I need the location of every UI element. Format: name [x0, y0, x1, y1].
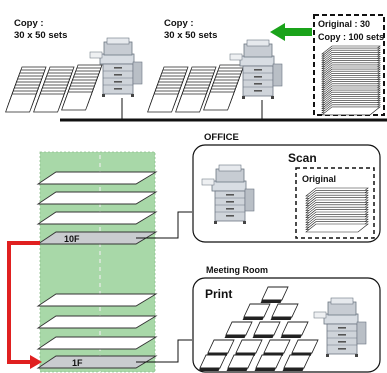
floor-1f [36, 355, 158, 369]
office-title: OFFICE [204, 132, 239, 143]
original-paper-stack [321, 45, 381, 116]
building [39, 151, 156, 373]
floor-slabs-lower [37, 293, 157, 350]
green-arrow-icon [270, 23, 312, 41]
copy-stacks-left [5, 64, 103, 113]
red-flow-arrow-icon [7, 241, 42, 369]
scan-label: Scan [288, 151, 317, 165]
floor-1f-label: 1F [72, 358, 83, 368]
group-left-line1: Copy : [14, 18, 44, 29]
copy-stacks-middle [147, 64, 245, 113]
original-line2: Copy : 100 sets [318, 32, 384, 42]
floor-10f-label: 10F [64, 234, 80, 244]
office-original-stack [305, 187, 369, 233]
print-label: Print [205, 287, 232, 301]
group-mid-line1: Copy : [164, 18, 194, 29]
meeting-title: Meeting Room [206, 265, 268, 275]
floor-slabs-upper [37, 171, 157, 225]
connector-office [136, 211, 192, 239]
original-line1: Original : 30 [318, 19, 370, 29]
office-original-label: Original [302, 174, 336, 184]
connector-meeting [136, 339, 192, 363]
floor-10f [36, 231, 158, 245]
group-left-line2: 30 x 50 sets [14, 30, 67, 41]
group-mid-line2: 30 x 50 sets [164, 30, 217, 41]
